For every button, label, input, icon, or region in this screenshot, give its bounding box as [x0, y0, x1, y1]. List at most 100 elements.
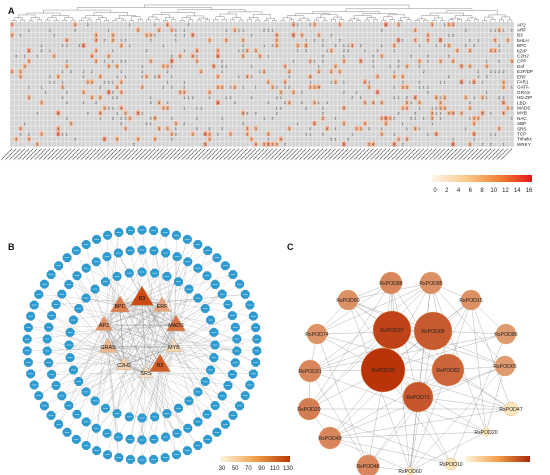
- dendrogram-branch: [87, 19, 93, 22]
- heatmap-cell: [94, 32, 98, 38]
- heatmap-cell-value: 1: [53, 33, 55, 37]
- heatmap-cell: [384, 121, 388, 126]
- heatmap-cell-value: 4: [66, 39, 68, 43]
- sample-label: [17, 148, 30, 161]
- network-c-node-label: RsPOD89: [336, 298, 359, 304]
- heatmap-cell-value: 2: [242, 122, 244, 126]
- heatmap-cell-value: 2: [112, 96, 114, 100]
- heatmap-cell-value: 1: [276, 106, 278, 110]
- sample-label: [181, 148, 194, 161]
- network-b-edge: [86, 324, 177, 446]
- heatmap-cell-value: 2: [66, 101, 68, 105]
- network-b-tf-node: [95, 315, 113, 331]
- heatmap-cell-value: 1: [469, 117, 471, 121]
- sample-label: [277, 148, 290, 161]
- heatmap-cell-value: 3: [377, 75, 379, 79]
- heatmap-cell: [316, 32, 321, 38]
- heatmap-cell-value: 3: [99, 75, 101, 79]
- heatmap-cell-value: 3: [99, 96, 101, 100]
- heatmap-cell-value: 3: [137, 28, 139, 32]
- network-c-node: [503, 401, 519, 417]
- heatmap-cell-value: 3: [494, 49, 496, 53]
- heatmap-cell-value: 4: [280, 137, 282, 141]
- heatmap-cell-value: 1: [225, 96, 227, 100]
- dendrogram-branch: [146, 19, 151, 22]
- heatmap-cell-value: 1: [175, 28, 177, 32]
- network-b-edge: [68, 324, 105, 406]
- heatmap-cell-value: 3: [225, 39, 227, 43]
- dendrogram-branch: [161, 12, 195, 16]
- heatmap-cell-value: 1: [343, 80, 345, 84]
- sample-label: [433, 148, 446, 161]
- heatmap-cell: [476, 115, 481, 121]
- heatmap-cell: [81, 43, 86, 48]
- heatmap-cell-value: 1: [335, 137, 337, 141]
- sample-label: [189, 148, 202, 161]
- heatmap-cell-value: 1: [440, 111, 442, 115]
- heatmap-cell-value: 1: [372, 65, 374, 69]
- heatmap-cell: [497, 126, 502, 131]
- heatmap-cell: [274, 37, 279, 43]
- network-c-node: [306, 323, 328, 345]
- heatmap-cell-value: 1: [183, 28, 185, 32]
- network-c-node-label: RsPOD74: [305, 332, 328, 338]
- network-b-legend-tick: 130: [283, 466, 294, 472]
- heatmap-cell-value: 6: [343, 143, 345, 147]
- sample-label: [59, 148, 72, 161]
- heatmap-cell-value: 2: [221, 127, 223, 131]
- tf-family-label: SRS: [517, 126, 526, 131]
- tf-family-labels: AP2ARFB3bHLHBPCbZIPC2H2CPPDofE2F/DPERFFA…: [517, 22, 533, 147]
- heatmap-cell-value: 2: [221, 59, 223, 63]
- dendrogram-branch: [47, 17, 57, 21]
- heatmap-cell-value: 1: [343, 54, 345, 58]
- heatmap-cell: [375, 89, 380, 95]
- heatmap-cell-value: 2: [309, 23, 311, 27]
- sample-label: [80, 148, 93, 161]
- sample-label: [487, 148, 500, 161]
- sample-label: [135, 148, 147, 161]
- heatmap-cell-value: 2: [112, 91, 114, 95]
- heatmap-cell: [329, 48, 334, 53]
- dendrogram-branch: [121, 19, 126, 22]
- sample-label: [324, 148, 336, 161]
- dendrogram-branch: [387, 14, 405, 18]
- sample-label: [118, 148, 131, 161]
- heatmap-cell-value: 2: [209, 127, 211, 131]
- network-c-node: [460, 289, 482, 311]
- heatmap-cell-value: 3: [477, 117, 479, 121]
- heatmap-cell: [396, 37, 401, 43]
- heatmap-cell-value: 1: [318, 65, 320, 69]
- dendrogram-branch: [154, 19, 160, 22]
- sample-label: [366, 148, 378, 161]
- heatmap-cell-value: 4: [452, 111, 454, 115]
- network-c-node: [372, 310, 412, 350]
- network-b-edge: [173, 319, 211, 348]
- sample-label: [424, 148, 437, 161]
- heatmap-cell-value: 3: [469, 106, 471, 110]
- network-c-edge: [382, 369, 512, 410]
- sample-label: [370, 148, 383, 161]
- dendrogram-branch: [362, 13, 397, 16]
- dendrogram-branch: [501, 16, 510, 20]
- heatmap-cell: [455, 48, 460, 53]
- network-c-edge: [417, 396, 512, 410]
- heatmap-cell-value: 3: [469, 49, 471, 53]
- heatmap-cell-value: 6: [393, 143, 395, 147]
- network-b-edge: [141, 297, 147, 374]
- heatmap-cell-value: 1: [112, 59, 114, 63]
- heatmap-cell-value: 3: [167, 65, 169, 69]
- sample-label: [294, 148, 307, 161]
- heatmap-cell: [18, 69, 23, 74]
- heatmap-cell-value: 2: [141, 75, 143, 79]
- network-b-edge: [34, 304, 109, 348]
- heatmap-cell-value: 1: [297, 122, 299, 126]
- heatmap-cell-value: 5: [503, 101, 505, 105]
- network-b-tf-label: C2H2: [117, 363, 131, 369]
- heatmap-cell: [279, 89, 283, 95]
- heatmap-cell-value: 2: [347, 49, 349, 53]
- heatmap-cell-value: 2: [234, 101, 236, 105]
- heatmap-cell-value: 2: [188, 23, 190, 27]
- heatmap-cell: [169, 58, 174, 64]
- heatmap-cell: [178, 53, 182, 59]
